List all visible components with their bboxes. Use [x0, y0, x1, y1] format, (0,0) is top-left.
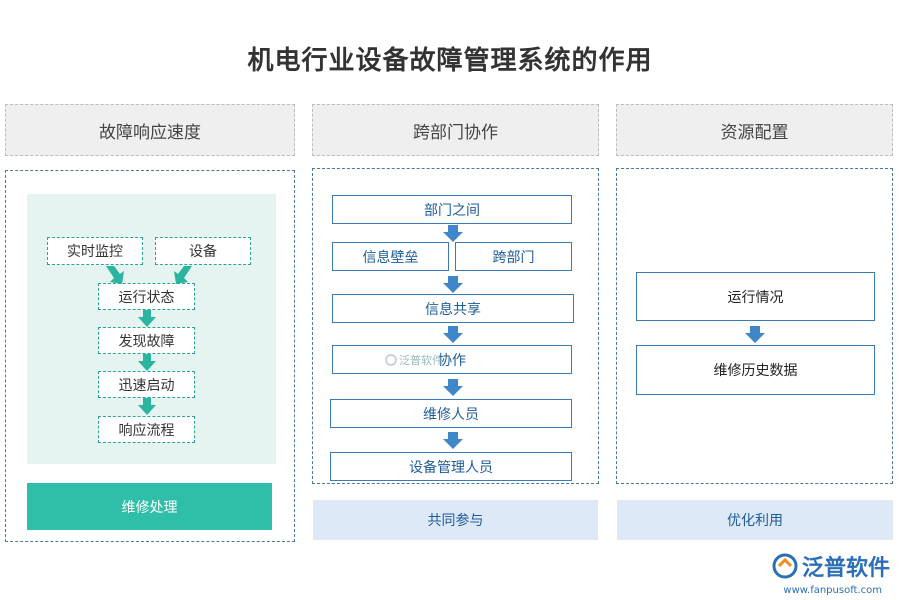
logo-url: www.fanpusoft.com	[783, 585, 882, 596]
flow-box-information-sharing: 信息共享	[332, 294, 574, 323]
down-arrow-icon	[745, 326, 765, 343]
down-arrow-icon	[443, 326, 463, 343]
watermark-text: 泛普软件	[399, 354, 443, 367]
flow-box-cross-department: 跨部门	[455, 242, 572, 271]
flow-box-information-barrier: 信息壁垒	[332, 242, 449, 271]
flow-box-running-conditions: 运行情况	[636, 272, 875, 321]
flow-box-running-status: 运行状态	[98, 283, 195, 310]
flow-box-maintenance-history: 维修历史数据	[636, 345, 875, 395]
footer-joint-participation: 共同参与	[313, 500, 598, 540]
down-arrow-icon	[443, 432, 463, 449]
watermark: 泛普软件	[385, 352, 443, 368]
logo-name: 泛普软件	[801, 556, 890, 581]
flow-box-realtime-monitoring: 实时监控	[47, 237, 143, 265]
diagonal-arrow-icon	[174, 266, 192, 284]
flow-box-quick-start: 迅速启动	[98, 371, 195, 398]
down-arrow-icon	[443, 276, 463, 293]
down-arrow-icon	[138, 398, 156, 415]
column-heading-response-speed: 故障响应速度	[5, 104, 295, 156]
flow-box-collaboration: 协作	[332, 345, 572, 374]
down-arrow-icon	[138, 354, 156, 371]
watermark-logo-icon	[385, 354, 397, 366]
diagonal-arrow-icon	[106, 266, 124, 284]
flow-box-between-departments: 部门之间	[332, 195, 572, 224]
flow-box-equipment: 设备	[155, 237, 251, 265]
panel-response-speed	[5, 170, 295, 542]
footer-optimized-utilization: 优化利用	[617, 500, 893, 540]
flow-box-fault-found: 发现故障	[98, 327, 195, 354]
down-arrow-icon	[443, 379, 463, 396]
down-arrow-icon	[443, 225, 463, 242]
flow-box-equipment-managers: 设备管理人员	[330, 452, 572, 481]
flow-box-response-process: 响应流程	[98, 416, 195, 443]
fanpu-logo-icon	[772, 553, 798, 579]
column-heading-cross-department: 跨部门协作	[312, 104, 599, 156]
column-heading-resource-allocation: 资源配置	[616, 104, 893, 156]
panel-resource-allocation	[616, 168, 893, 484]
brand-logo: 泛普软件	[772, 550, 890, 582]
flow-box-maintenance-staff: 维修人员	[330, 399, 572, 428]
down-arrow-icon	[138, 310, 156, 327]
page-title: 机电行业设备故障管理系统的作用	[247, 46, 653, 76]
panel-cross-department	[312, 168, 599, 484]
footer-maintenance-handling: 维修处理	[27, 483, 272, 530]
